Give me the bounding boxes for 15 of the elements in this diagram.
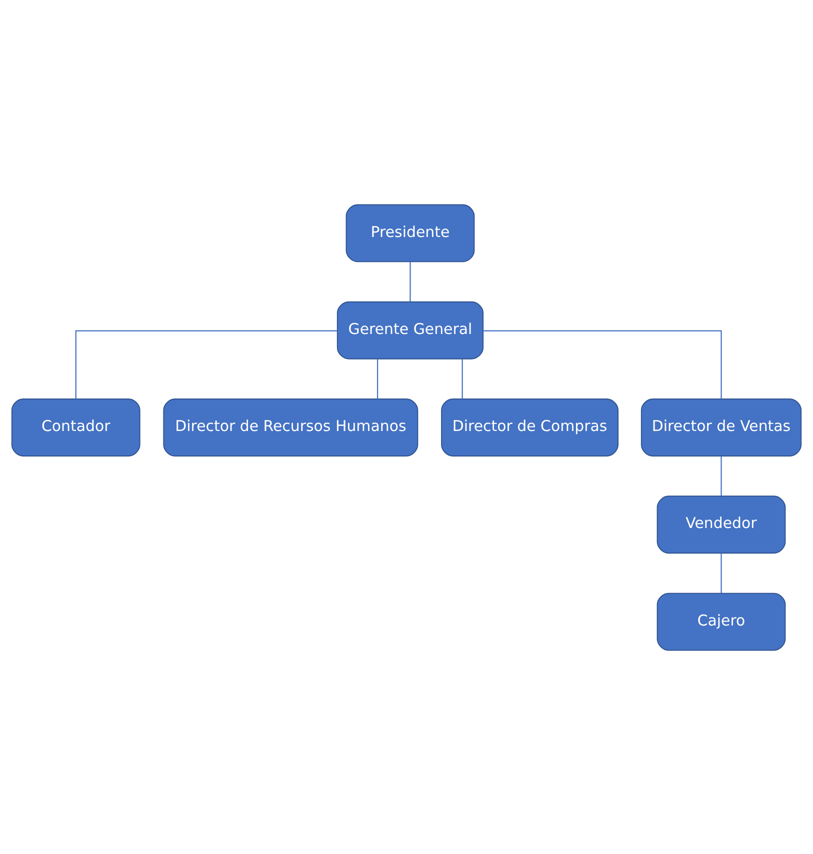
connector [483,330,722,398]
node-box: Presidente [346,204,475,262]
connector [410,261,411,302]
connector [720,552,722,593]
node-box: Vendedor [656,495,786,554]
node-box: Contador [11,398,140,456]
node-box: Gerente General [336,300,484,359]
node-box: Cajero [656,592,786,650]
node-box: Director de Compras [441,398,619,456]
connector [75,330,338,398]
connector [462,358,463,398]
node-box: Director de Ventas [640,398,802,456]
node-box: Director de Recursos Humanos [163,398,418,456]
connector [720,456,722,496]
connector [376,358,378,398]
